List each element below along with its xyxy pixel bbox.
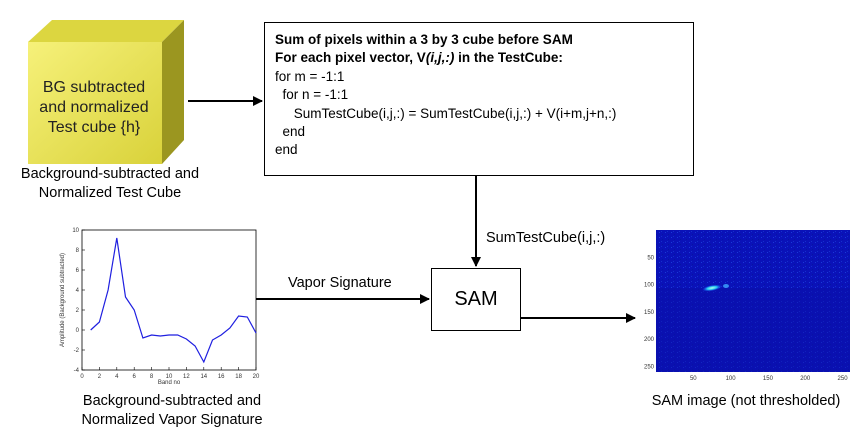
y-tick-label: 0 [76, 328, 80, 334]
code-text: in the TestCube: [454, 50, 563, 66]
test-cube-graphic [28, 20, 184, 164]
x-tick-label: 4 [115, 374, 119, 380]
cube-label-line: BG subtracted [42, 79, 146, 96]
vapor-caption: Background-subtracted and Normalized Vap… [52, 392, 292, 430]
vapor-plot-xlabel: Band no [158, 380, 181, 386]
sam-x-tick-label: 100 [726, 376, 737, 382]
y-tick-label: -2 [74, 348, 80, 354]
sam-x-tick-label: 200 [800, 376, 811, 382]
sam-x-tick-label: 250 [838, 376, 849, 382]
y-tick-label: -4 [74, 368, 80, 374]
cube-label-line: and normalized [39, 99, 149, 116]
x-tick-label: 12 [183, 374, 190, 380]
code-line: For each pixel vector, V(i,j,:) in the T… [275, 49, 683, 67]
sam-image-plot: 50 100 150 200 250 50 100 150 200 250 [644, 230, 850, 382]
x-tick-label: 16 [218, 374, 225, 380]
sam-x-tick-label: 150 [763, 376, 774, 382]
sam-caption: SAM image (not thresholded) [640, 392, 852, 411]
sam-x-tick-label: 50 [690, 376, 697, 382]
sam-hotspot-secondary [723, 284, 729, 288]
sam-y-tick-label: 150 [644, 310, 655, 316]
plot-frame [81, 229, 257, 371]
x-tick-label: 0 [80, 374, 84, 380]
sam-label: SAM [454, 288, 498, 310]
x-tick-label: 14 [200, 374, 207, 380]
cube-label: BG subtracted and normalized Test cube {… [26, 78, 162, 138]
sam-hotspot [702, 284, 722, 292]
y-tick-label: 10 [72, 228, 79, 234]
y-tick-label: 8 [76, 248, 80, 254]
code-line: for m = -1:1 [275, 68, 345, 84]
y-tick-label: 6 [76, 268, 80, 274]
sam-y-tick-label: 100 [644, 283, 655, 289]
x-tick-label: 10 [166, 374, 173, 380]
cube-caption: Background-subtracted and Normalized Tes… [10, 165, 210, 203]
sam-y-tick-label: 250 [644, 365, 655, 371]
cube-caption-line: Background-subtracted and [20, 166, 200, 182]
cube-label-line: Test cube {h} [47, 119, 141, 136]
code-line: SumTestCube(i,j,:) = SumTestCube(i,j,:) … [275, 105, 617, 121]
code-text: For each pixel vector, V [275, 50, 426, 66]
code-line: end [275, 142, 298, 158]
code-line: for n = -1:1 [275, 87, 349, 103]
sam-y-tick-label: 50 [647, 255, 654, 261]
code-line: end [275, 124, 306, 140]
sam-image-lower-region [656, 288, 850, 372]
x-tick-label: 18 [235, 374, 242, 380]
x-tick-label: 8 [150, 374, 154, 380]
code-box: Sum of pixels within a 3 by 3 cube befor… [264, 22, 694, 176]
x-tick-label: 6 [133, 374, 137, 380]
x-tick-label: 20 [253, 374, 260, 380]
x-tick-label: 2 [98, 374, 102, 380]
sam-y-tick-label: 200 [644, 337, 655, 343]
vapor-signature-series-line [90, 237, 257, 364]
sam-image-area [656, 230, 850, 372]
cube-caption-line: Normalized Test Cube [38, 185, 182, 201]
vapor-caption-line: Background-subtracted and [82, 393, 262, 409]
code-line: Sum of pixels within a 3 by 3 cube befor… [275, 32, 573, 47]
y-tick-label: 4 [76, 288, 80, 294]
sum-test-cube-label: SumTestCube(i,j,:) [486, 230, 606, 246]
sam-box: SAM [431, 268, 521, 331]
vapor-signature-label: Vapor Signature [288, 275, 392, 291]
sam-caption-line: SAM image (not thresholded) [651, 393, 841, 409]
code-text-italic: (i,j,:) [425, 50, 455, 66]
vapor-plot-ylabel: Amplitude (Background subtracted) [60, 253, 66, 347]
y-tick-label: 2 [76, 308, 80, 314]
vapor-caption-line: Normalized Vapor Signature [81, 412, 263, 428]
